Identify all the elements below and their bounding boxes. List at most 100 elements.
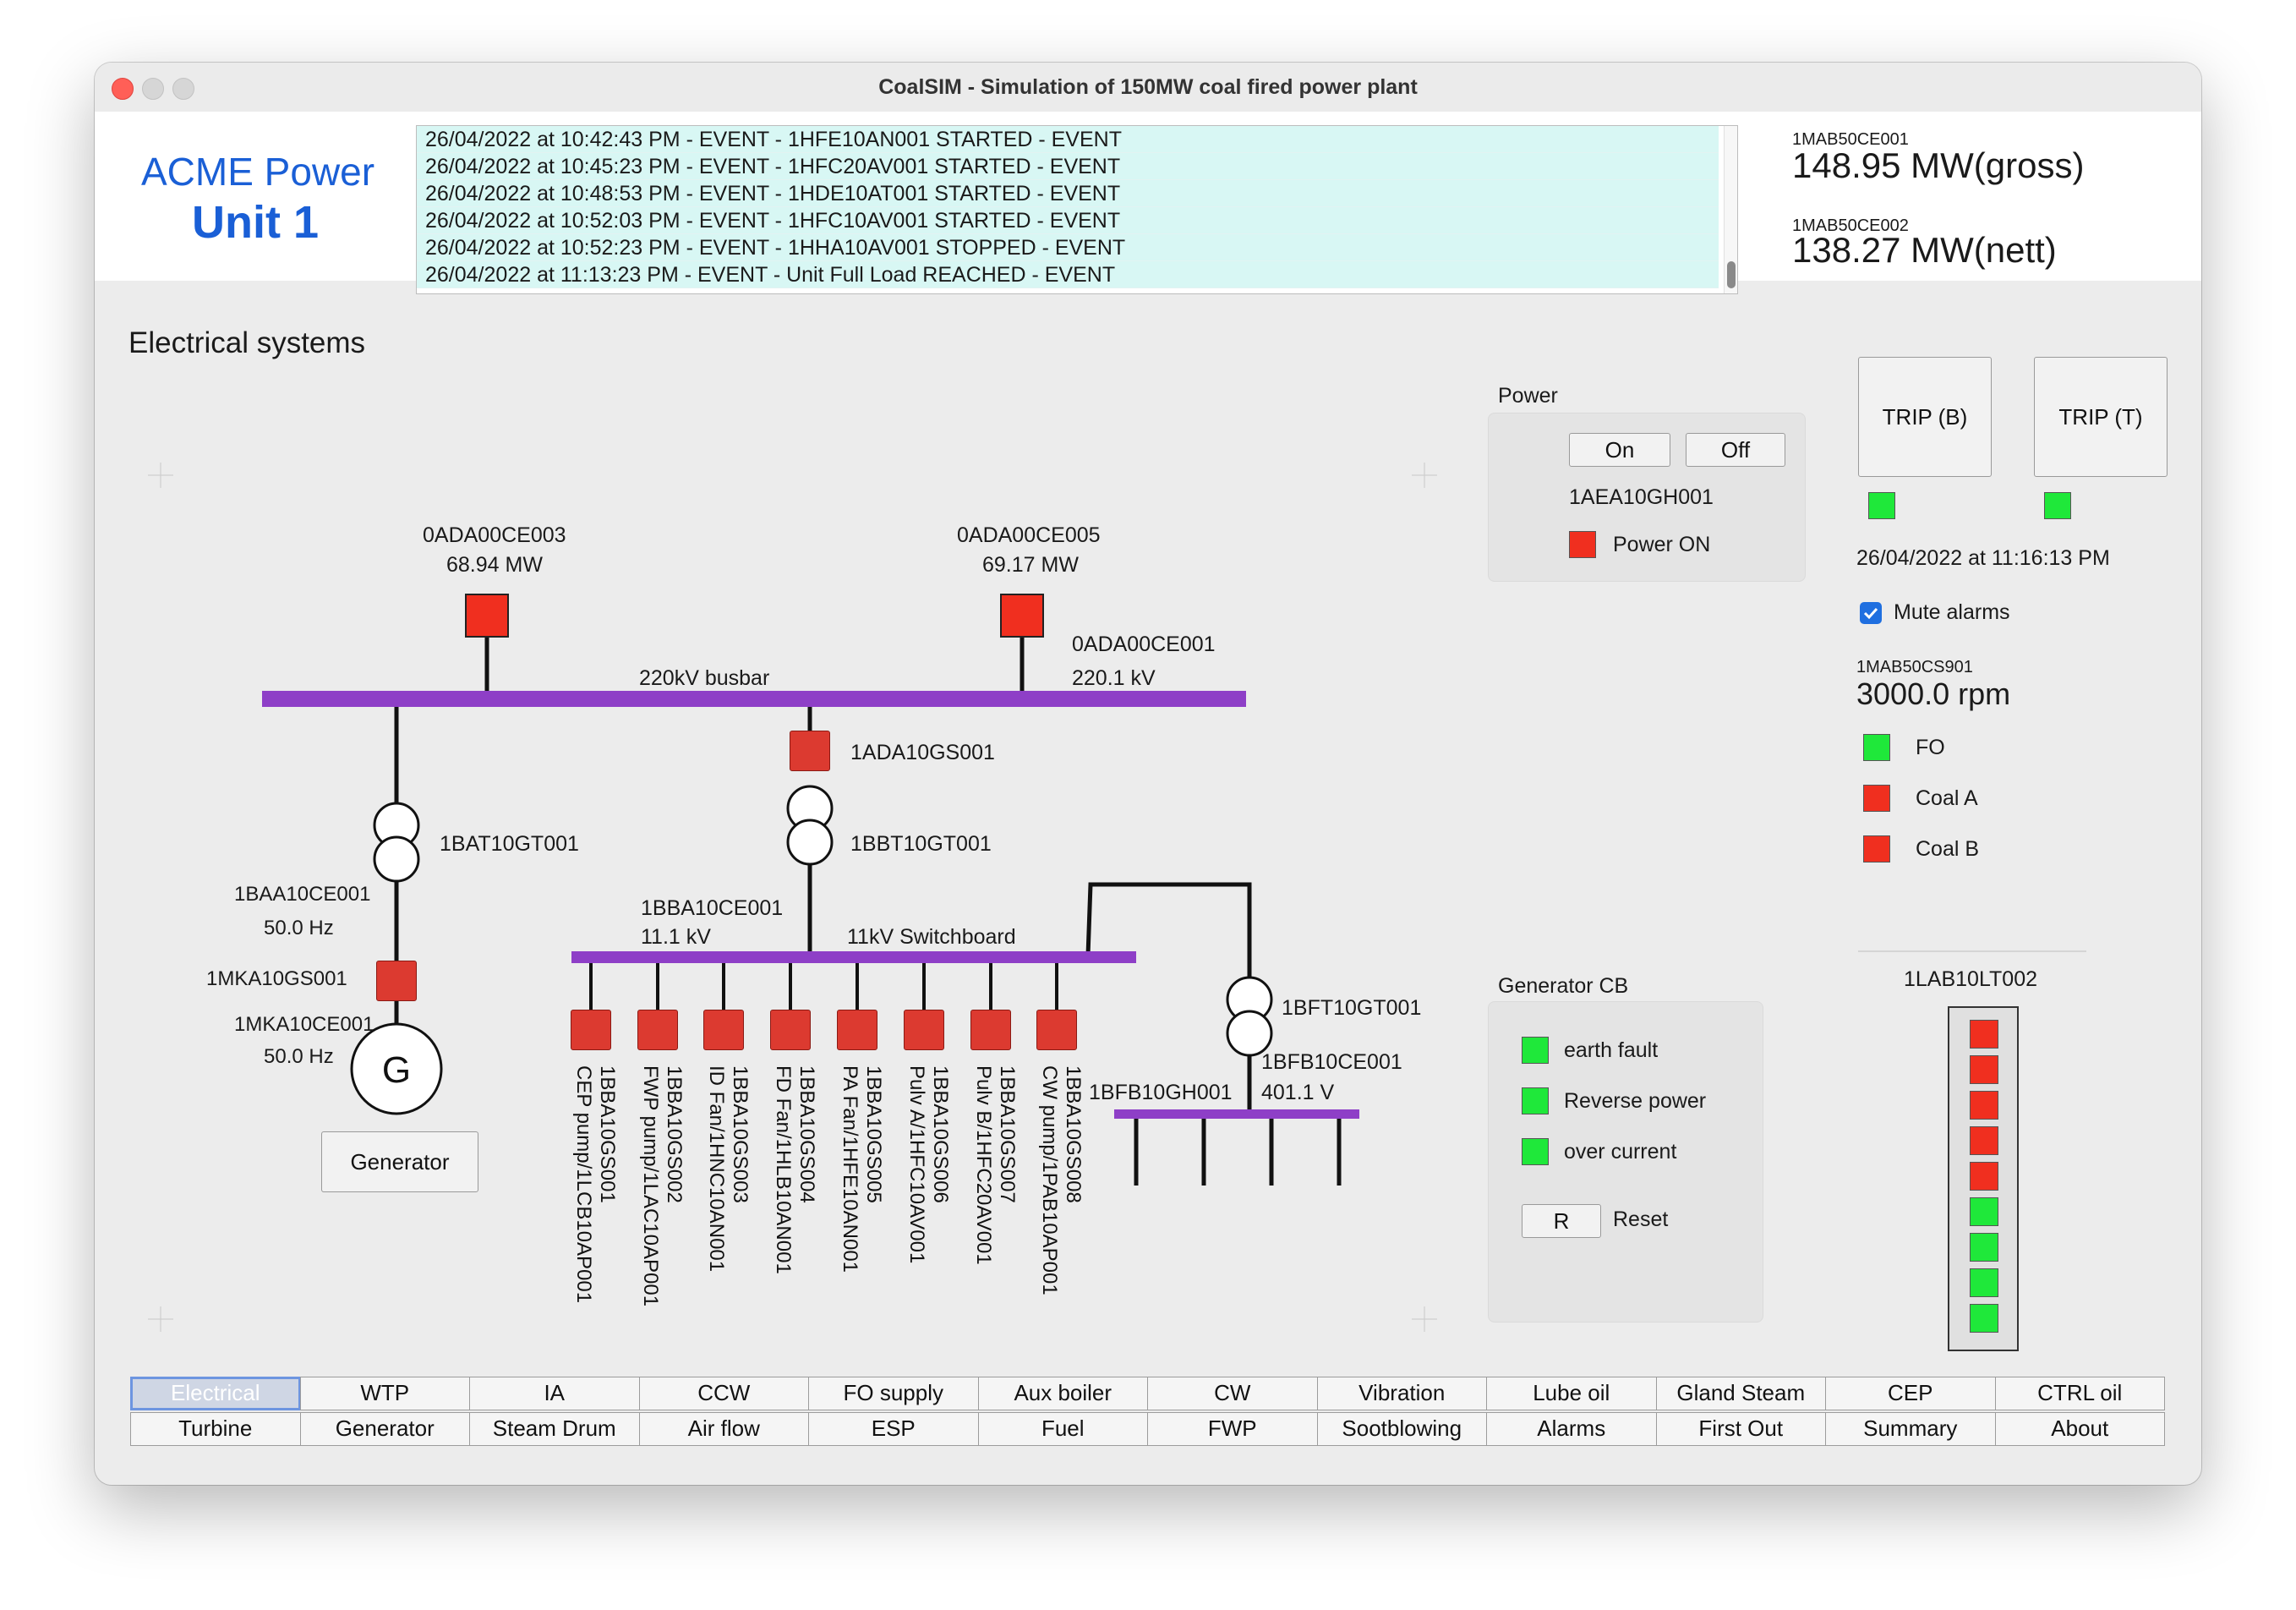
generator-symbol bbox=[350, 1022, 443, 1115]
nett-output-value: 138.27 MW bbox=[1792, 230, 1974, 270]
feeder-breaker[interactable] bbox=[703, 1010, 744, 1050]
feeder1-breaker[interactable] bbox=[465, 594, 509, 638]
feeder-tag: 1BBA10GS008 bbox=[1062, 1065, 1085, 1203]
close-window-icon[interactable] bbox=[112, 78, 134, 100]
reset-label: Reset bbox=[1613, 1208, 1669, 1231]
log-row[interactable]: 26/04/2022 at 10:52:23 PM - EVENT - 1HHA… bbox=[417, 234, 1719, 261]
power-off-button[interactable]: Off bbox=[1686, 433, 1785, 467]
feeder-breaker[interactable] bbox=[904, 1010, 944, 1050]
feeder-breaker[interactable] bbox=[970, 1010, 1011, 1050]
window-title: CoalSIM - Simulation of 150MW coal fired… bbox=[878, 75, 1418, 99]
feeder-tag: 1BBA10GS002 bbox=[663, 1065, 686, 1203]
zoom-window-icon[interactable] bbox=[172, 78, 194, 100]
generator-button[interactable]: Generator bbox=[321, 1131, 478, 1192]
feeder-breaker[interactable] bbox=[837, 1010, 877, 1050]
lv-transformer-winding-2 bbox=[1226, 1010, 1273, 1057]
log-scrollbar[interactable] bbox=[1724, 126, 1737, 293]
clock: 26/04/2022 at 11:16:13 PM bbox=[1856, 546, 2110, 570]
fuel-indicator bbox=[1863, 785, 1890, 812]
gross-output-tag: 1MAB50CE001 bbox=[1792, 130, 1909, 149]
tab-lube-oil[interactable]: Lube oil bbox=[1486, 1377, 1657, 1410]
gen-frequency2-tag: 1MKA10CE001 bbox=[234, 1013, 374, 1036]
tab-air-flow[interactable]: Air flow bbox=[638, 1412, 809, 1446]
power-on-button[interactable]: On bbox=[1569, 433, 1670, 467]
main-aux-breaker[interactable] bbox=[790, 731, 830, 771]
aux-transformer-winding-2 bbox=[786, 819, 834, 866]
tab-esp[interactable]: ESP bbox=[808, 1412, 979, 1446]
tab-steam-drum[interactable]: Steam Drum bbox=[469, 1412, 640, 1446]
log-scrollbar-thumb[interactable] bbox=[1727, 261, 1736, 288]
gen-frequency-tag: 1BAA10CE001 bbox=[234, 883, 371, 906]
power-status-indicator bbox=[1569, 531, 1596, 558]
section-title: Electrical systems bbox=[128, 326, 366, 359]
tab-fwp[interactable]: FWP bbox=[1147, 1412, 1318, 1446]
tab-ctrl-oil[interactable]: CTRL oil bbox=[1994, 1377, 2165, 1410]
tab-turbine[interactable]: Turbine bbox=[130, 1412, 301, 1446]
event-log[interactable]: 26/04/2022 at 10:42:43 PM - EVENT - 1HFE… bbox=[416, 125, 1738, 294]
log-row[interactable]: 26/04/2022 at 10:45:23 PM - EVENT - 1HFC… bbox=[417, 153, 1719, 180]
tab-sootblowing[interactable]: Sootblowing bbox=[1316, 1412, 1487, 1446]
tab-cep[interactable]: CEP bbox=[1825, 1377, 1996, 1410]
level-bar bbox=[1948, 1006, 2019, 1351]
tab-generator[interactable]: Generator bbox=[299, 1412, 470, 1446]
gen-transformer-tag: 1BAT10GT001 bbox=[440, 832, 579, 856]
tab-aux-boiler[interactable]: Aux boiler bbox=[977, 1377, 1148, 1410]
feeder-tag: 1BBA10GS001 bbox=[596, 1065, 619, 1203]
generator-breaker[interactable] bbox=[376, 961, 417, 1001]
feeder-breaker[interactable] bbox=[770, 1010, 811, 1050]
generator-symbol-letter: G bbox=[382, 1049, 411, 1091]
gross-output-value: 148.95 MW bbox=[1792, 145, 1974, 185]
fuel-indicator bbox=[1863, 734, 1890, 761]
log-row[interactable]: 26/04/2022 at 10:42:43 PM - EVENT - 1HFE… bbox=[417, 126, 1719, 153]
feeder1-tag: 0ADA00CE003 bbox=[423, 523, 566, 547]
minimize-window-icon[interactable] bbox=[142, 78, 164, 100]
tab-cw[interactable]: CW bbox=[1147, 1377, 1318, 1410]
speed-tag: 1MAB50CS901 bbox=[1856, 658, 1973, 676]
tab-ccw[interactable]: CCW bbox=[638, 1377, 809, 1410]
feeder2-breaker[interactable] bbox=[1000, 594, 1044, 638]
main-aux-breaker-tag: 1ADA10GS001 bbox=[850, 741, 995, 764]
feeder-breaker[interactable] bbox=[637, 1010, 678, 1050]
feeder-load: CW pump/1PAB10AP001 bbox=[1038, 1065, 1061, 1295]
feeder1-value: 68.94 MW bbox=[446, 553, 543, 577]
tab-wtp[interactable]: WTP bbox=[299, 1377, 470, 1410]
gen-breaker-tag: 1MKA10GS001 bbox=[206, 967, 347, 990]
tab-summary[interactable]: Summary bbox=[1825, 1412, 1996, 1446]
tab-fuel[interactable]: Fuel bbox=[977, 1412, 1148, 1446]
cb-indicator-label: earth fault bbox=[1564, 1038, 1659, 1062]
level-cell bbox=[1970, 1268, 1998, 1297]
tab-electrical[interactable]: Electrical bbox=[130, 1377, 301, 1410]
trip-b-button[interactable]: TRIP (B) bbox=[1858, 357, 1992, 477]
app-window: CoalSIM - Simulation of 150MW coal fired… bbox=[95, 63, 2201, 1485]
nett-output-tag: 1MAB50CE002 bbox=[1792, 216, 1909, 235]
fuel-indicator-label: FO bbox=[1916, 736, 1945, 759]
mute-alarms-label[interactable]: Mute alarms bbox=[1894, 600, 2010, 624]
log-row[interactable]: 26/04/2022 at 11:13:23 PM - EVENT - Unit… bbox=[417, 261, 1719, 288]
feeder-breaker[interactable] bbox=[1036, 1010, 1077, 1050]
mute-alarms-checkbox[interactable] bbox=[1860, 602, 1882, 624]
lv-feed-line bbox=[1085, 882, 1252, 1005]
aux-transformer-tag: 1BBT10GT001 bbox=[850, 832, 992, 856]
tab-gland-steam[interactable]: Gland Steam bbox=[1655, 1377, 1826, 1410]
corner-crosshairs bbox=[148, 463, 1437, 1332]
tab-about[interactable]: About bbox=[1994, 1412, 2165, 1446]
reset-button[interactable]: R bbox=[1522, 1204, 1601, 1238]
log-row[interactable]: 26/04/2022 at 10:52:03 PM - EVENT - 1HFC… bbox=[417, 207, 1719, 234]
unit-name: Unit 1 bbox=[191, 197, 319, 248]
tab-first-out[interactable]: First Out bbox=[1655, 1412, 1826, 1446]
feeder-tag: 1BBA10GS003 bbox=[729, 1065, 752, 1203]
feeder-breaker[interactable] bbox=[571, 1010, 611, 1050]
lv-voltage-tag: 1BFB10CE001 bbox=[1261, 1050, 1402, 1074]
tab-alarms[interactable]: Alarms bbox=[1486, 1412, 1657, 1446]
log-row[interactable]: 26/04/2022 at 10:48:53 PM - EVENT - 1HDE… bbox=[417, 180, 1719, 207]
feeder-tag: 1BBA10GS005 bbox=[862, 1065, 885, 1203]
switchboard-label: 11kV Switchboard bbox=[847, 925, 1016, 949]
cb-indicator bbox=[1522, 1037, 1549, 1064]
level-cell bbox=[1970, 1055, 1998, 1084]
tab-vibration[interactable]: Vibration bbox=[1316, 1377, 1487, 1410]
trip-t-button[interactable]: TRIP (T) bbox=[2034, 357, 2168, 477]
tab-fo-supply[interactable]: FO supply bbox=[808, 1377, 979, 1410]
single-line-diagram: G bbox=[148, 463, 1437, 1332]
main-content: ACME Power Unit 1 26/04/2022 at 10:42:43… bbox=[95, 112, 2201, 1485]
tab-ia[interactable]: IA bbox=[469, 1377, 640, 1410]
